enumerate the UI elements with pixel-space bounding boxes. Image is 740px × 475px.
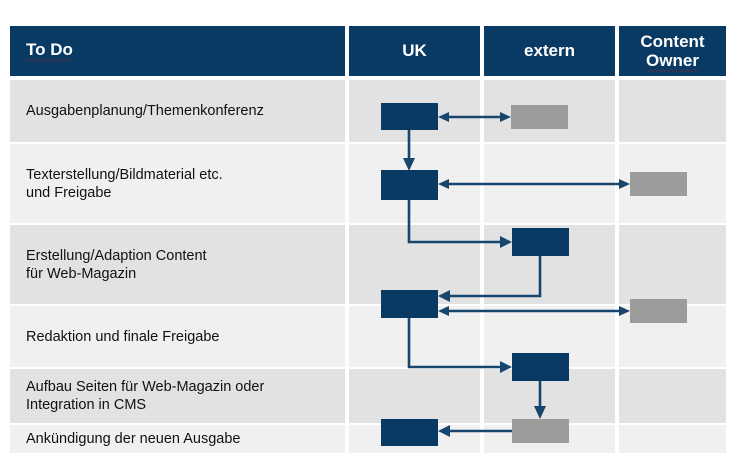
row-4-task-cell: Redaktion und finale Freigabe [10, 306, 345, 367]
row-6-task-line1: Ankündigung der neuen Ausgabe [26, 431, 241, 447]
row-1-owner-cell [619, 80, 726, 142]
row-1-task-cell: Ausgabenplanung/Themenkonferenz [10, 80, 345, 142]
row-2-extern-cell [484, 144, 615, 223]
row-6-owner-cell [619, 425, 726, 453]
row-2-task-cell: Texterstellung/Bildmaterial etc. und Fre… [10, 144, 345, 223]
row-4-owner-cell [619, 306, 726, 367]
row-5-task-cell: Aufbau Seiten für Web-Magazin oder Integ… [10, 369, 345, 423]
row-2-task-line1: Texterstellung/Bildmaterial etc. [26, 166, 223, 183]
row-5-task-line1: Aufbau Seiten für Web-Magazin oder [26, 379, 265, 395]
row-3-task-line1: Erstellung/Adaption Content [26, 247, 207, 264]
todo-process-table: To Do UK extern Content Owner Ausgabenpl… [10, 26, 726, 453]
table-row[interactable]: Erstellung/Adaption Content für Web-Maga… [10, 225, 726, 304]
table-header-row: To Do UK extern Content Owner [10, 26, 726, 76]
row-3-task-line2: für Web-Magazin [26, 265, 137, 282]
row-2-owner-cell [619, 144, 726, 223]
column-header-content-owner-line1: Content [640, 32, 705, 51]
row-2-task-line2: und Freigabe [26, 184, 112, 201]
row-3-extern-cell [484, 225, 615, 304]
row-2-task-label: Texterstellung/Bildmaterial etc. und Fre… [26, 166, 336, 202]
row-5-owner-cell [619, 369, 726, 423]
row-5-task-label: Aufbau Seiten für Web-Magazin oder Integ… [26, 378, 336, 414]
row-6-task-cell: Ankündigung der neuen Ausgabe [10, 425, 345, 453]
row-3-owner-cell [619, 225, 726, 304]
table-row[interactable]: Aufbau Seiten für Web-Magazin oder Integ… [10, 369, 726, 423]
row-4-extern-cell [484, 306, 615, 367]
column-header-extern: extern [484, 26, 615, 76]
row-6-uk-cell [349, 425, 480, 453]
row-3-task-label: Erstellung/Adaption Content für Web-Maga… [26, 247, 336, 283]
table-row[interactable]: Ankündigung der neuen Ausgabe [10, 425, 726, 453]
row-1-task-label: Ausgabenplanung/Themenkonferenz [26, 102, 336, 120]
column-header-content-owner-label: Content Owner [640, 32, 705, 72]
row-6-extern-cell [484, 425, 615, 453]
table-row[interactable]: Ausgabenplanung/Themenkonferenz [10, 80, 726, 142]
row-3-task-cell: Erstellung/Adaption Content für Web-Maga… [10, 225, 345, 304]
column-header-content-owner-line2: Owner [646, 51, 699, 72]
row-1-uk-cell [349, 80, 480, 142]
column-header-todo: To Do [10, 26, 345, 76]
column-header-uk-label: UK [402, 41, 427, 60]
row-2-uk-cell [349, 144, 480, 223]
row-5-task-line2: Integration in CMS [26, 397, 147, 413]
row-4-uk-cell [349, 306, 480, 367]
row-4-task-line1: Redaktion und finale Freigabe [26, 328, 220, 345]
row-5-extern-cell [484, 369, 615, 423]
row-6-task-label: Ankündigung der neuen Ausgabe [26, 430, 336, 448]
row-3-uk-cell [349, 225, 480, 304]
row-1-task-line1: Ausgabenplanung/Themenkonferenz [26, 103, 264, 119]
table-row[interactable]: Redaktion und finale Freigabe [10, 306, 726, 367]
column-header-uk: UK [349, 26, 480, 76]
table-row[interactable]: Texterstellung/Bildmaterial etc. und Fre… [10, 144, 726, 223]
column-header-extern-label: extern [523, 41, 576, 60]
column-header-content-owner: Content Owner [619, 26, 726, 76]
row-1-extern-cell [484, 80, 615, 142]
row-5-uk-cell [349, 369, 480, 423]
row-4-task-label: Redaktion und finale Freigabe [26, 328, 336, 346]
column-header-todo-label: To Do [26, 40, 73, 62]
